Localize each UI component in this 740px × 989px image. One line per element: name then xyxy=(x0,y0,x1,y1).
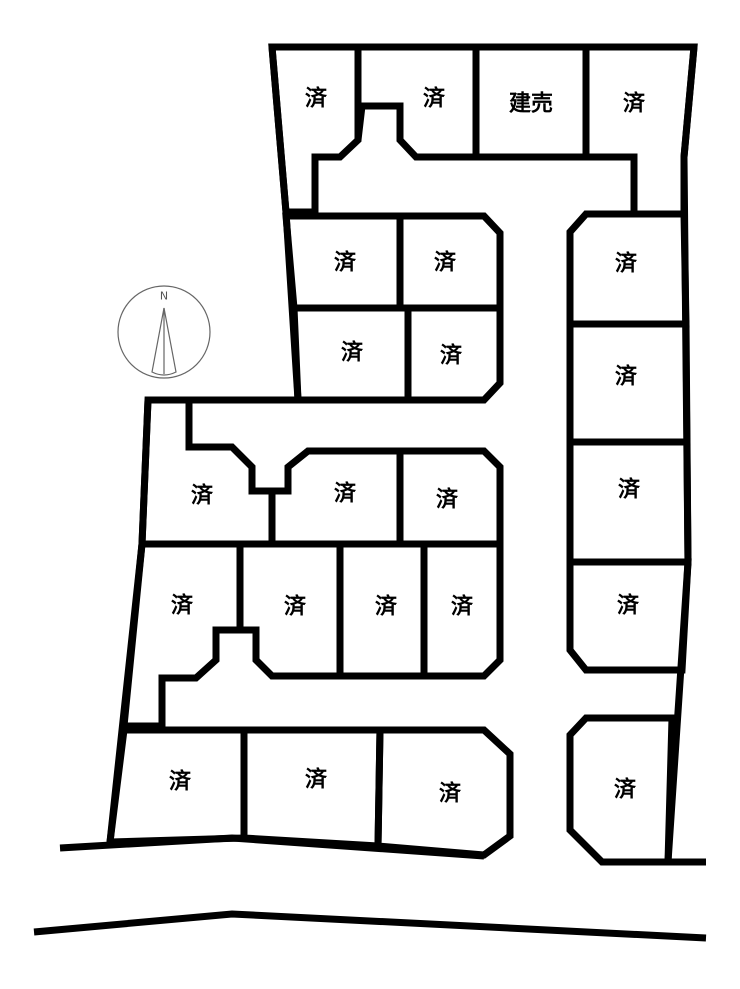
south-road-edge xyxy=(33,910,707,942)
lot-status-label: 済 xyxy=(614,777,637,803)
lot-status-label: 済 xyxy=(341,340,364,366)
lot-s2[interactable]: 済 xyxy=(240,726,384,850)
lot-m3[interactable]: 済 xyxy=(396,447,504,548)
site-boundary xyxy=(59,46,706,866)
lot-e3[interactable]: 済 xyxy=(566,438,692,566)
lot-b1d[interactable]: 済 xyxy=(404,304,504,404)
lot-status-label: 済 xyxy=(618,477,641,503)
compass-north-label: N xyxy=(160,290,168,303)
lot-b1a[interactable]: 済 xyxy=(282,212,404,312)
lot-b1c[interactable]: 済 xyxy=(290,304,412,404)
lot-status-label: 済 xyxy=(434,250,457,276)
lot-status-label: 済 xyxy=(334,481,357,507)
lot-status-label: 済 xyxy=(440,343,463,369)
lot-status-label: 済 xyxy=(617,593,640,619)
lot-e4[interactable]: 済 xyxy=(566,558,692,674)
lot-status-label: 済 xyxy=(169,769,192,795)
lot-m7[interactable]: 済 xyxy=(420,540,504,680)
lot-e2[interactable]: 済 xyxy=(566,320,691,446)
lot-e5[interactable]: 済 xyxy=(566,714,676,866)
lot-m2[interactable]: 済 xyxy=(268,447,404,548)
lot-status-label: 済 xyxy=(305,767,328,793)
lot-r1c3[interactable]: 建売 xyxy=(472,43,590,161)
lot-e1[interactable]: 済 xyxy=(566,210,690,328)
lot-status-label: 済 xyxy=(451,594,474,620)
lot-status-label: 済 xyxy=(171,593,194,619)
lot-r1c2[interactable]: 済 xyxy=(354,43,480,161)
lot-status-label: 済 xyxy=(284,594,307,620)
lot-status-label: 済 xyxy=(375,594,398,620)
lot-s1[interactable]: 済 xyxy=(106,726,248,846)
lot-status-label: 済 xyxy=(191,483,214,509)
lot-status-label: 済 xyxy=(423,86,446,112)
lot-status-label: 済 xyxy=(436,487,459,513)
lot-status-label: 済 xyxy=(615,251,638,277)
lot-status-label: 済 xyxy=(305,86,328,112)
lot-status-label: 済 xyxy=(334,250,357,276)
lot-status-label: 建売 xyxy=(509,91,553,117)
north-arrow-icon: N xyxy=(117,285,211,379)
lot-s3[interactable]: 済 xyxy=(374,726,514,859)
lot-b1b[interactable]: 済 xyxy=(396,212,504,312)
lot-status-label: 済 xyxy=(623,91,646,117)
lot-r1c4[interactable]: 済 xyxy=(582,43,698,218)
lot-m5[interactable]: 済 xyxy=(236,540,344,680)
lot-status-label: 済 xyxy=(439,781,462,807)
lot-m6[interactable]: 済 xyxy=(336,540,428,680)
lot-status-label: 済 xyxy=(615,364,638,390)
